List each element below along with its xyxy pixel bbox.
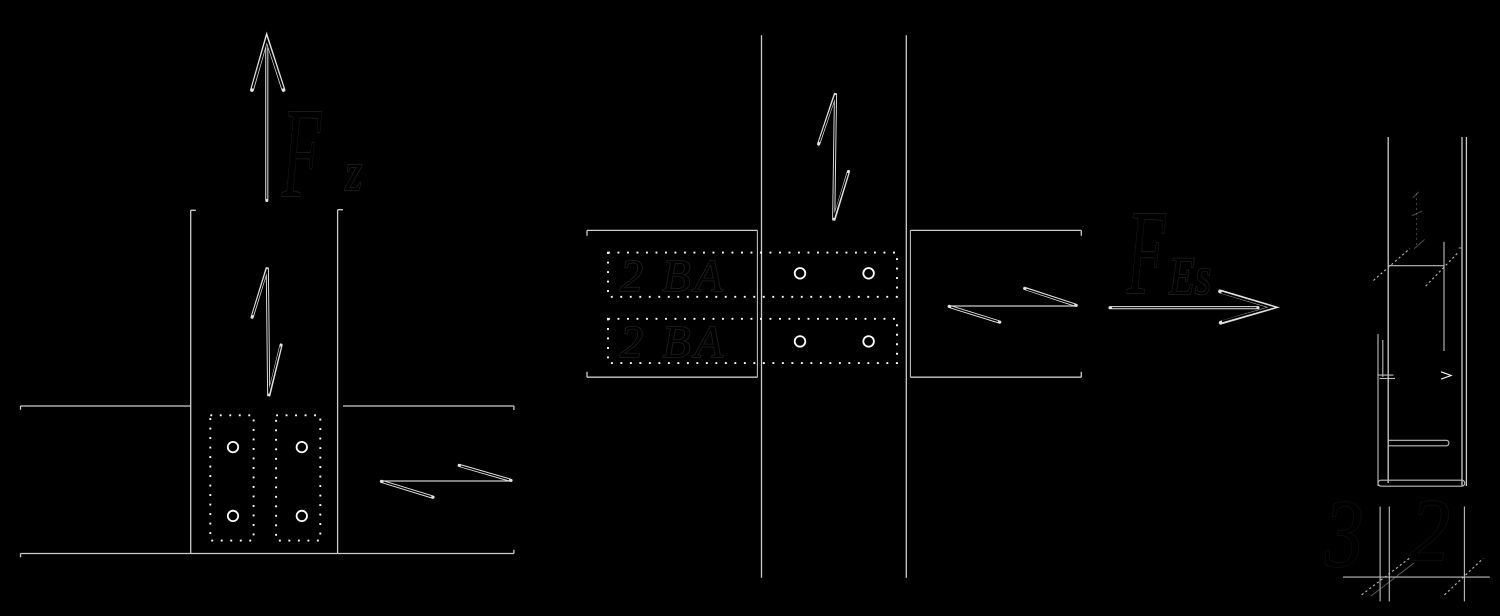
svg-text:F: F <box>281 82 321 224</box>
svg-text:2 BA: 2 BA <box>620 316 727 367</box>
svg-text:F: F <box>1126 185 1166 319</box>
svg-text:2: 2 <box>1410 482 1450 580</box>
svg-text:2 BA: 2 BA <box>620 250 727 301</box>
svg-text:Es: Es <box>1168 247 1211 306</box>
svg-text:3: 3 <box>1324 481 1363 587</box>
svg-text:z: z <box>344 142 362 202</box>
